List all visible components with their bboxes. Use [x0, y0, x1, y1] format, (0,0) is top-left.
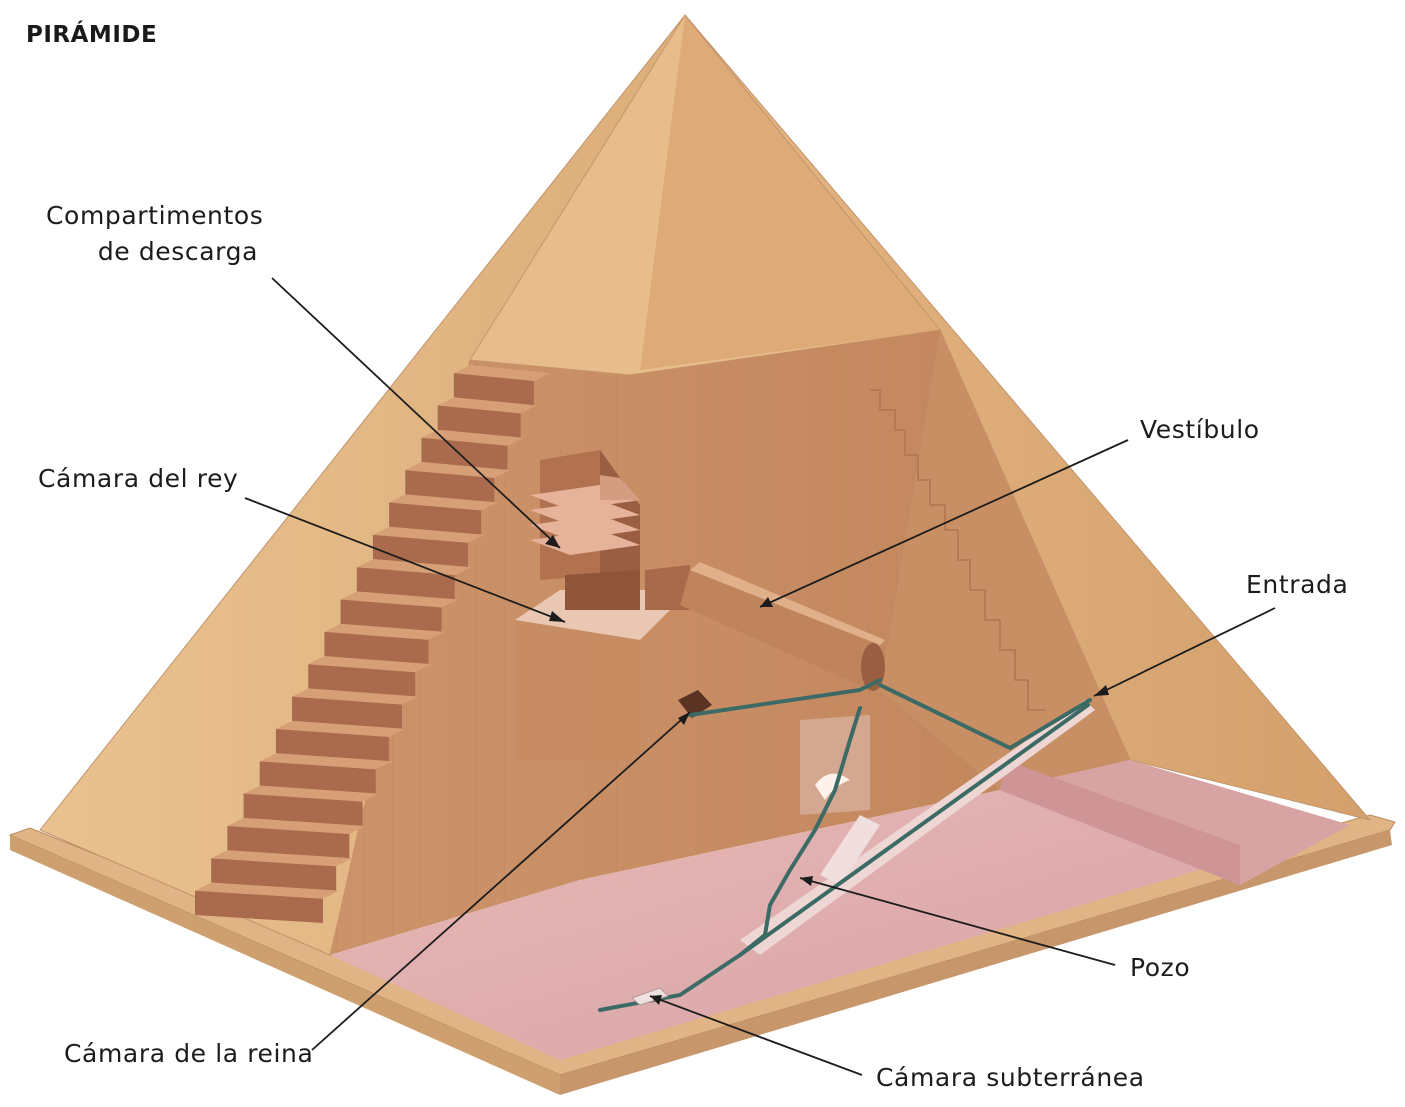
shaft-mark	[815, 773, 850, 800]
arrow-well-shaft	[800, 876, 813, 886]
leader-relieving-chambers	[271, 277, 561, 549]
stair-step-front	[405, 470, 495, 503]
shaft-slope	[820, 815, 880, 885]
stair-step-front	[227, 826, 350, 859]
arrow-subterranean-chamber	[650, 995, 662, 1005]
leader-lines	[244, 277, 1276, 1076]
stair-step-top	[405, 462, 511, 479]
stair-step-top	[356, 559, 471, 576]
label-relieving-chambers-line1: Compartimentos	[46, 201, 264, 230]
stair-step-top	[372, 526, 485, 543]
arrow-relieving-chambers	[545, 535, 560, 548]
stair-step-top	[275, 720, 406, 737]
stair-step-front	[372, 534, 468, 568]
leader-entrance	[1093, 607, 1276, 697]
relieving-chambers	[530, 450, 690, 610]
leader-queens-chamber	[311, 711, 691, 1051]
arrow-entrance	[1094, 685, 1109, 696]
stair-step-top	[340, 591, 458, 608]
label-relieving-chambers: Compartimentos de descarga	[46, 198, 264, 270]
arrow-queens-chamber	[678, 712, 690, 725]
stair-step-front	[453, 373, 534, 406]
leader-grand-gallery	[759, 439, 1129, 608]
stair-step-top	[292, 688, 419, 705]
queens-chamber	[678, 690, 712, 718]
leader-kings-chamber	[244, 497, 566, 623]
label-grand-gallery: Vestíbulo	[1140, 415, 1260, 444]
label-relieving-chambers-line2: de descarga	[97, 237, 258, 266]
stair-step-top	[421, 429, 524, 446]
cutaway-right-wall	[880, 330, 1130, 790]
stair-step-top	[308, 656, 432, 673]
arrow-grand-gallery	[760, 597, 773, 607]
stair-step-top	[227, 817, 366, 835]
base-slab-edge	[10, 835, 560, 1095]
label-entrance: Entrada	[1246, 570, 1349, 599]
stair-step-top	[211, 850, 353, 867]
label-subterranean-chamber: Cámara subterránea	[876, 1063, 1145, 1092]
stair-step-front	[308, 664, 416, 697]
stair-step-front	[421, 437, 508, 471]
stair-step-top	[195, 882, 340, 899]
stair-step-top	[437, 397, 537, 414]
stair-step-top	[324, 623, 445, 640]
stair-step-front	[324, 631, 429, 665]
pyramid-apex-shade	[640, 15, 940, 370]
leader-subterranean-chamber	[649, 995, 863, 1076]
stair-step-front	[340, 599, 442, 632]
stair-step-top	[243, 785, 379, 802]
stair-step-front	[389, 502, 482, 535]
floor-block-front	[1000, 760, 1240, 885]
leader-arrowheads	[545, 535, 1109, 1005]
page-title: PIRÁMIDE	[26, 22, 158, 48]
stair-step-front	[437, 405, 521, 438]
stair-step-front	[211, 858, 337, 891]
leader-well-shaft	[799, 877, 1116, 966]
stair-step-top	[389, 494, 498, 511]
stair-step-front	[243, 793, 363, 826]
stair-step-front	[275, 728, 389, 762]
stair-step-top	[453, 365, 550, 382]
stair-step-front	[356, 567, 455, 600]
stepped-cut-edge	[195, 365, 550, 923]
stair-step-front	[292, 696, 403, 729]
stair-step-front	[259, 761, 376, 794]
kings-chamber-block	[515, 620, 640, 760]
label-queens-chamber: Cámara de la reina	[64, 1039, 314, 1068]
shaft-block	[800, 715, 870, 815]
stair-step-front	[195, 890, 323, 923]
label-kings-chamber: Cámara del rey	[38, 464, 239, 493]
stair-step-top	[259, 753, 392, 770]
label-well-shaft: Pozo	[1130, 953, 1191, 982]
base-slab-edge-right	[560, 830, 1392, 1095]
arrow-kings-chamber	[549, 611, 565, 622]
cutaway-floor	[330, 760, 1350, 1060]
right-wall-steps	[870, 389, 1045, 711]
